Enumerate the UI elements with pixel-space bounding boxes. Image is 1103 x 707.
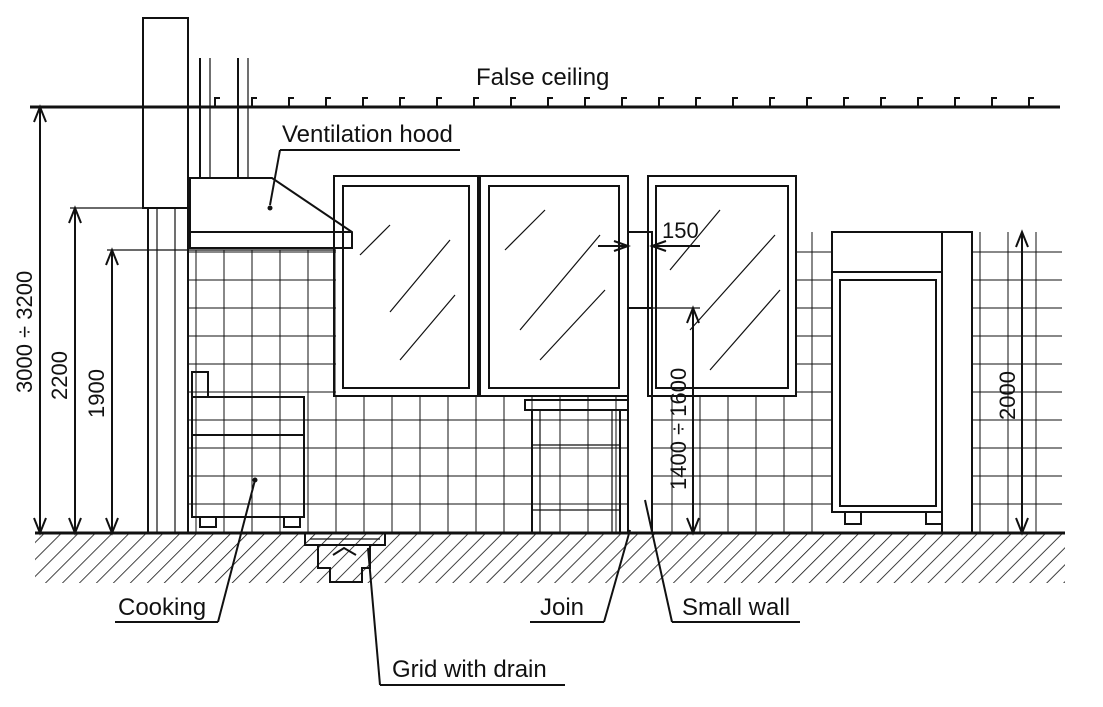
dimension-tile-height-left: 1900: [84, 369, 109, 418]
ceiling-tick: [769, 97, 775, 107]
dimension-hood-height: 2200: [47, 351, 72, 400]
ceiling-tick: [473, 97, 479, 107]
ventilation-hood: [189, 177, 353, 249]
ceiling-tick: [214, 97, 220, 107]
drain-grid: [304, 532, 386, 583]
ceiling-tick: [695, 97, 701, 107]
chimney-wall: [142, 17, 189, 533]
dimension-window-sill-height: 1400 ÷ 1600: [666, 368, 691, 490]
ceiling-tick: [547, 97, 553, 107]
cooking-label: Cooking: [118, 594, 206, 621]
ceiling-tick: [510, 97, 516, 107]
ventilation-hood-label: Ventilation hood: [282, 121, 453, 148]
ceiling-tick: [880, 97, 886, 107]
grid-with-drain-label: Grid with drain: [392, 656, 547, 683]
window-3: [647, 175, 797, 397]
ceiling-tick: [621, 97, 627, 107]
dimension-lines: [33, 104, 1029, 536]
ceiling-tick: [399, 97, 405, 107]
cooking-unit: [191, 371, 305, 528]
false-ceiling-label: False ceiling: [476, 64, 609, 91]
ceiling-tick: [325, 97, 331, 107]
ceiling-tick: [843, 97, 849, 107]
ceiling-tick: [991, 97, 997, 107]
dimension-tile-height-right: 2000: [995, 371, 1020, 420]
ceiling-tick: [732, 97, 738, 107]
dimension-ceiling-height: 3000 ÷ 3200: [12, 271, 37, 393]
ceiling-tick: [917, 97, 923, 107]
floor: [35, 531, 1065, 583]
ceiling-tick: [954, 97, 960, 107]
leader-lines: [115, 149, 800, 686]
ceiling-tick: [288, 97, 294, 107]
ceiling-tick: [584, 97, 590, 107]
ceiling-tick: [1028, 97, 1034, 107]
join-label: Join: [540, 594, 584, 621]
window-1: [333, 175, 479, 397]
small-wall-label: Small wall: [682, 594, 790, 621]
right-cabinet: [831, 231, 943, 525]
ceiling-tick: [658, 97, 664, 107]
vent-pipes: [199, 58, 249, 178]
ceiling-tick: [251, 97, 257, 107]
window-2: [479, 175, 629, 397]
ceiling-tick: [362, 97, 368, 107]
tiled-wall: [188, 232, 1062, 533]
dimension-window-offset: 150: [662, 218, 699, 243]
right-wall: [941, 231, 973, 534]
false-ceiling: [30, 97, 1060, 109]
ceiling-tick: [806, 97, 812, 107]
work-table: [524, 399, 629, 533]
ceiling-tick: [436, 97, 442, 107]
